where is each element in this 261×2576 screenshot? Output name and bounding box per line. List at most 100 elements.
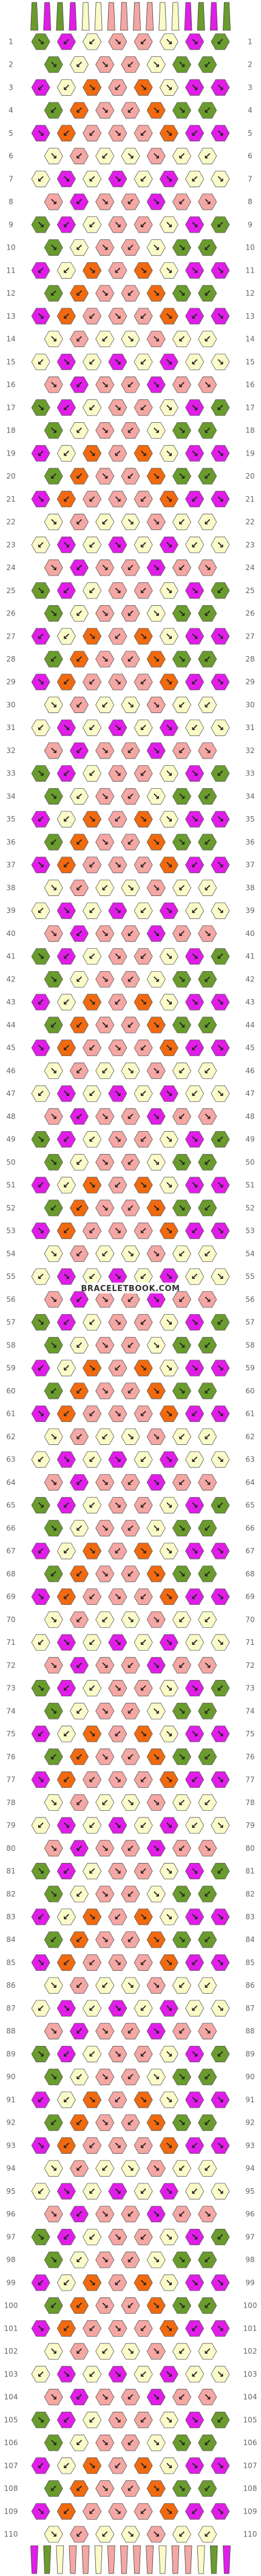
knot: ↘ — [31, 2228, 50, 2245]
knot-arrow: ↘ — [165, 1866, 173, 1877]
knot-arrow: ↘ — [127, 1614, 135, 1625]
knot-shape — [121, 1017, 140, 1034]
knot: ↙ — [134, 2411, 153, 2428]
knot-shape — [56, 1497, 76, 1514]
knot: ↘ — [211, 2320, 230, 2337]
knot: ↙ — [134, 2503, 153, 2520]
knot-arrow: ↘ — [152, 699, 160, 710]
knot: ↙ — [69, 376, 89, 393]
row-number-right: 80 — [245, 1844, 254, 1853]
knot-arrow: ↘ — [165, 2094, 173, 2105]
knot: ↘ — [56, 719, 76, 736]
knot: ↘ — [108, 170, 127, 187]
knot: ↘ — [185, 1863, 205, 1880]
knot-shape — [146, 376, 166, 393]
knot-shape — [146, 331, 166, 348]
knot: ↙ — [211, 948, 230, 965]
knot: ↙ — [134, 1497, 153, 1514]
knot-shape — [31, 1040, 50, 1057]
knot-shape — [211, 2503, 230, 2520]
knot-shape — [31, 2457, 50, 2474]
row-number-left: 78 — [6, 1798, 15, 1807]
knot-arrow: ↘ — [191, 585, 198, 596]
knot-shape — [95, 1702, 115, 1719]
knot-arrow: ↘ — [152, 1888, 160, 1899]
knot-shape — [185, 1085, 205, 1102]
knot: ↙ — [69, 1931, 89, 1948]
knot-shape — [121, 834, 140, 851]
knot-arrow: ↙ — [88, 585, 96, 596]
knot: ↘ — [198, 1108, 217, 1125]
knot-shape — [121, 2160, 140, 2177]
knot-arrow: ↘ — [191, 2094, 198, 2105]
row-number-left: 69 — [6, 1593, 15, 1601]
row-number-left: 18 — [6, 427, 15, 435]
knot-shape — [31, 1223, 50, 1240]
row-number-left: 76 — [6, 1753, 15, 1761]
knot-shape — [159, 1863, 178, 1880]
knot-shape — [31, 445, 50, 462]
knot-arrow: ↘ — [152, 2071, 160, 2082]
knot: ↙ — [44, 1931, 63, 1948]
knot-shape — [198, 1154, 217, 1170]
knot-arrow: ↙ — [191, 539, 198, 550]
knot-arrow: ↙ — [88, 356, 96, 367]
knot: ↘ — [172, 239, 192, 256]
knot: ↘ — [95, 605, 115, 622]
knot-shape — [56, 170, 76, 187]
knot-arrow: ↘ — [152, 791, 160, 802]
knot-shape — [121, 193, 140, 210]
knot-arrow: ↘ — [50, 2346, 58, 2357]
row-number-right: 12 — [245, 289, 254, 297]
knot-arrow: ↘ — [217, 860, 225, 871]
knot-shape — [31, 1085, 50, 1102]
knot-arrow: ↘ — [165, 2048, 173, 2059]
knot-arrow: ↘ — [63, 539, 70, 550]
knot-arrow: ↙ — [75, 1797, 83, 1808]
knot: ↘ — [211, 170, 230, 187]
knot: ↘ — [31, 1131, 50, 1148]
knot-shape — [31, 2183, 50, 2200]
knot-shape — [159, 1588, 178, 1605]
knot-shape — [185, 1725, 205, 1742]
knot: ↙ — [121, 2389, 140, 2406]
knot: ↘ — [159, 2274, 178, 2291]
knot: ↙ — [95, 1977, 115, 1994]
knot-shape — [95, 605, 115, 622]
knot-arrow: ↙ — [203, 471, 211, 482]
knot-arrow: ↙ — [50, 654, 58, 665]
knot-arrow: ↙ — [127, 1203, 135, 1213]
knot-shape — [121, 2023, 140, 2040]
knot-arrow: ↘ — [50, 882, 58, 893]
knot-arrow: ↘ — [165, 768, 173, 779]
knot-shape — [159, 1085, 178, 1102]
knot: ↙ — [211, 582, 230, 599]
knot: ↙ — [83, 2045, 102, 2062]
knot-arrow: ↘ — [37, 1957, 45, 1968]
knot: ↘ — [44, 514, 63, 531]
row-number-right: 55 — [245, 1272, 254, 1281]
knot: ↘ — [211, 811, 230, 828]
knot: ↙ — [198, 285, 217, 302]
row-number-right: 11 — [245, 266, 254, 274]
knot-arrow: ↙ — [203, 1934, 211, 1945]
knot-arrow: ↘ — [37, 860, 45, 871]
knot-arrow: ↘ — [217, 2140, 225, 2151]
knot-arrow: ↘ — [37, 2048, 45, 2059]
knot-shape — [185, 1497, 205, 1514]
knot: ↘ — [31, 308, 50, 325]
knot-arrow: ↘ — [191, 2277, 198, 2288]
knot: ↙ — [56, 1954, 76, 1971]
knot: ↘ — [159, 1268, 178, 1285]
knot-shape — [198, 1748, 217, 1765]
knot-arrow: ↙ — [140, 173, 147, 184]
knot: ↙ — [44, 834, 63, 851]
knot-shape — [108, 33, 127, 50]
knot-arrow: ↘ — [152, 1569, 160, 1579]
knot: ↙ — [56, 1680, 76, 1697]
knot-arrow: ↙ — [203, 1339, 211, 1350]
row-number-left: 29 — [6, 678, 15, 686]
knot-shape — [83, 719, 102, 736]
knot: ↙ — [56, 2091, 76, 2108]
knot-arrow: ↙ — [75, 425, 83, 436]
